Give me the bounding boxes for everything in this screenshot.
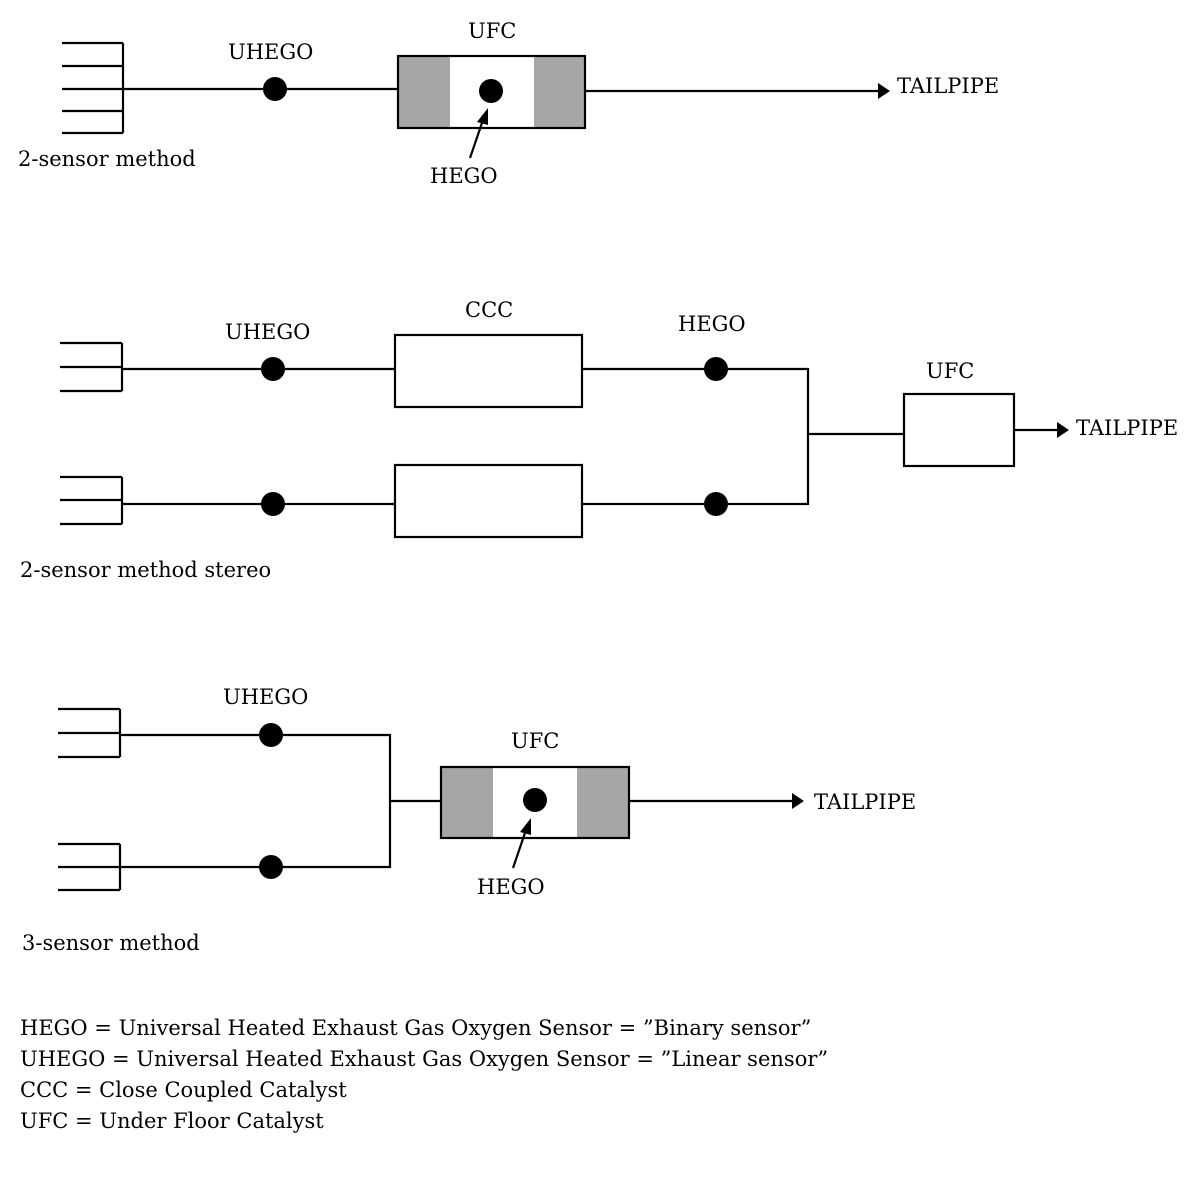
uhego-label: UHEGO — [225, 320, 310, 344]
hego-sensor — [479, 79, 503, 103]
hego-pointer-arrow — [511, 818, 531, 869]
uhego-label: UHEGO — [228, 40, 313, 64]
tailpipe-label: TAILPIPE — [897, 74, 999, 98]
method-label: 2-sensor method — [18, 147, 196, 171]
engine-manifold — [62, 41, 125, 135]
ufc-label: UFC — [926, 359, 974, 383]
uhego-sensor — [263, 77, 287, 101]
ccc-catalyst-lower — [393, 463, 584, 539]
hego-label: HEGO — [477, 875, 545, 899]
hego-sensor-upper — [704, 357, 728, 381]
legend: HEGO = Universal Heated Exhaust Gas Oxyg… — [20, 1016, 828, 1133]
ufc-label: UFC — [468, 19, 516, 43]
legend-item-hego: HEGO = Universal Heated Exhaust Gas Oxyg… — [20, 1016, 811, 1040]
tailpipe-label: TAILPIPE — [1076, 416, 1178, 440]
hego-label: HEGO — [678, 312, 746, 336]
uhego-label: UHEGO — [223, 685, 308, 709]
ccc-label: CCC — [465, 298, 513, 322]
ufc-catalyst — [439, 765, 631, 840]
hego-sensor — [523, 788, 547, 812]
ufc-label: UFC — [511, 729, 559, 753]
tailpipe-arrowhead — [1057, 422, 1069, 438]
legend-item-ccc: CCC = Close Coupled Catalyst — [20, 1078, 347, 1102]
tailpipe-arrowhead — [878, 83, 890, 99]
three-sensor-diagram: UHEGO UFC HEGO TAILPIPE 3-sensor method — [22, 685, 916, 955]
method-label: 3-sensor method — [22, 931, 200, 955]
method-label: 2-sensor method stereo — [20, 558, 271, 582]
hego-pointer-arrow — [468, 108, 488, 159]
hego-label: HEGO — [430, 164, 498, 188]
engine-manifold-lower — [60, 475, 124, 526]
engine-manifold-lower — [58, 842, 122, 892]
legend-item-uhego: UHEGO = Universal Heated Exhaust Gas Oxy… — [20, 1047, 828, 1071]
uhego-sensor-upper — [261, 357, 285, 381]
uhego-sensor-lower — [259, 855, 283, 879]
legend-item-ufc: UFC = Under Floor Catalyst — [20, 1109, 324, 1133]
uhego-sensor-lower — [261, 492, 285, 516]
uhego-sensor-upper — [259, 723, 283, 747]
two-sensor-stereo-diagram: UHEGO CCC HEGO UFC TAILPIPE 2-sensor met… — [20, 298, 1178, 582]
two-sensor-diagram: UHEGO UFC HEGO TAILPIPE 2-sensor method — [18, 19, 999, 188]
engine-manifold-upper — [60, 341, 124, 393]
hego-sensor-lower — [704, 492, 728, 516]
engine-manifold-upper — [58, 707, 122, 759]
tailpipe-arrowhead — [792, 793, 804, 809]
ufc-catalyst — [902, 392, 1016, 468]
ccc-catalyst-upper — [393, 333, 584, 409]
tailpipe-label: TAILPIPE — [814, 790, 916, 814]
